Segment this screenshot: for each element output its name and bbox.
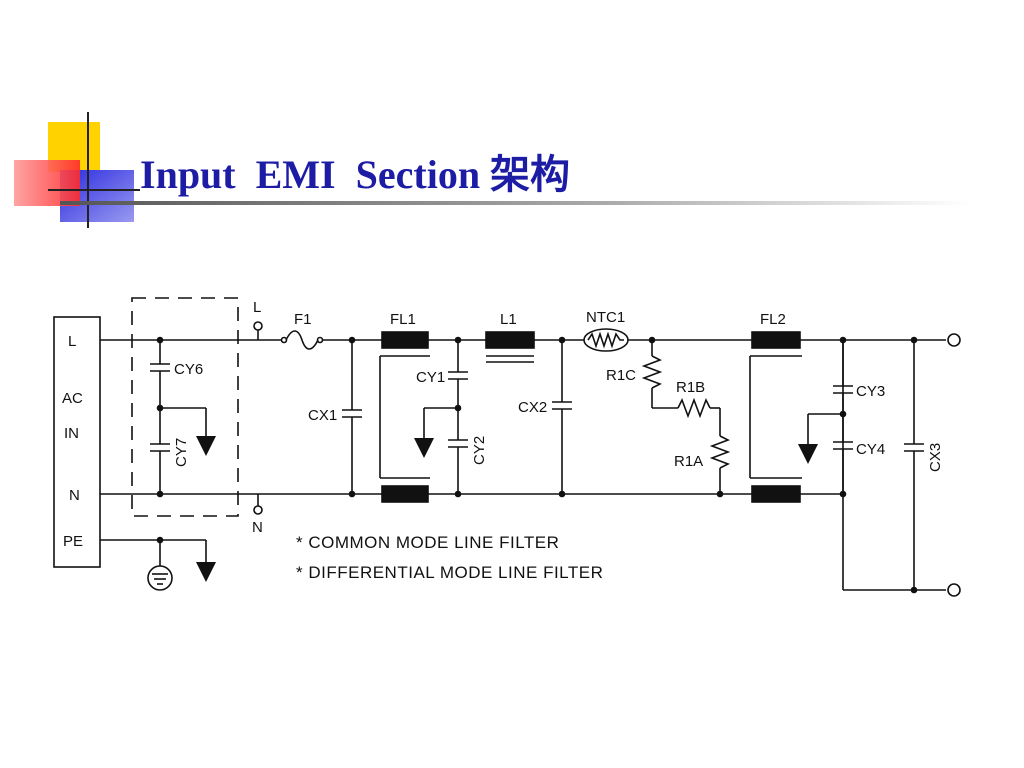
fl1-label: FL1 [390,311,416,328]
title-underline [60,201,970,205]
node-n: N [252,494,263,536]
capacitor-cx2: CX2 [518,336,572,498]
cy4-label: CY4 [856,441,885,458]
cy3-label: CY3 [856,383,885,400]
choke-fl2: FL2 [749,311,802,503]
capacitor-cy3-cy4: CY3 CY4 [798,336,885,498]
fl2-label: FL2 [760,311,786,328]
cy6-label: CY6 [174,361,203,378]
resistor-bleeder: R1C R1B R1A [606,336,731,498]
capacitor-cy6-cy7: CY6 CY7 [150,336,216,498]
note-differential-mode: * DIFFERENTIAL MODE LINE FILTER [296,563,603,582]
capacitor-cx3: CX3 [904,336,944,594]
ac-input-block: L AC IN N PE [53,316,101,568]
r1c-label: R1C [606,367,636,384]
l1-label: L1 [500,311,517,328]
slide-title: Input EMI Section 架构 [140,152,571,197]
neutral-rail [100,340,961,597]
pe-ground [100,536,216,591]
line-rail [100,333,961,347]
fuse-f1: F1 [280,311,324,350]
node-l-label: L [253,299,261,316]
note-common-mode: * COMMON MODE LINE FILTER [296,533,559,552]
ntc1-label: NTC1 [586,309,625,326]
r1a-label: R1A [674,453,703,470]
node-n-label: N [252,519,263,536]
cx1-label: CX1 [308,407,337,424]
cx2-label: CX2 [518,399,547,416]
cy2-label: CY2 [471,436,488,465]
capacitor-cy1-cy2: CY1 CY2 [414,336,488,498]
f1-label: F1 [294,311,312,328]
cy7-label: CY7 [173,438,190,467]
slide-logo-decoration [14,112,140,228]
cx3-label: CX3 [927,443,944,472]
inductor-l1: L1 [485,311,535,363]
thermistor-ntc1: NTC1 [583,309,629,352]
logo-red-square [14,160,80,206]
node-l: L [253,299,263,340]
r1b-label: R1B [676,379,705,396]
ac-l-label: L [68,333,76,350]
ac-pe-label: PE [63,533,83,550]
y-cap-shield-box [131,297,239,517]
ac-in-label-ac: AC [62,390,83,407]
cy1-label: CY1 [416,369,445,386]
capacitor-cx1: CX1 [308,336,362,498]
ac-n-label: N [69,487,80,504]
choke-fl1: FL1 [379,311,430,503]
ac-in-label-in: IN [64,425,79,442]
